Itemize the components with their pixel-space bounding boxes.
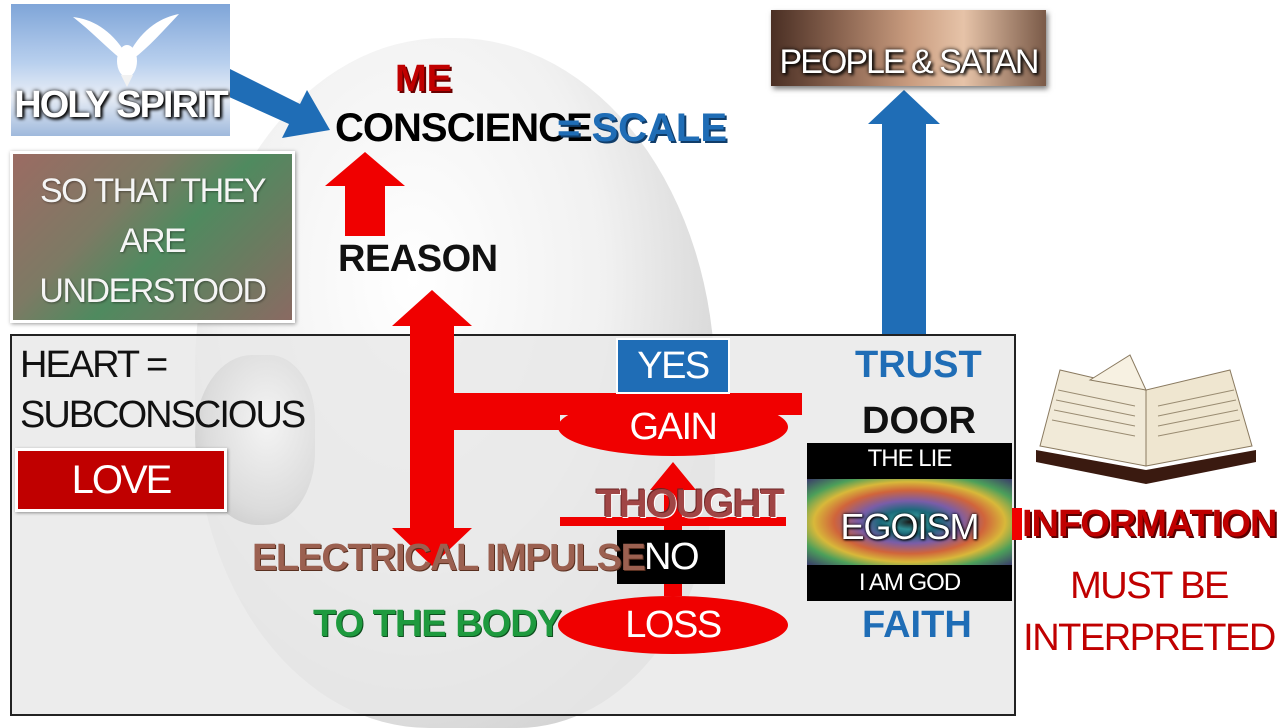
- holy-spirit-arrow: [218, 68, 330, 138]
- egoism-label: EGOISM: [840, 506, 979, 547]
- conscience-label: CONSCIENCE: [335, 106, 593, 150]
- i-am-god-label: I AM GOD: [858, 569, 961, 596]
- the-lie-label: THE LIE: [867, 445, 953, 472]
- thought-bar: [560, 517, 786, 526]
- yes-box: YES: [616, 338, 730, 394]
- eye-icon: [807, 479, 1012, 565]
- holy-spirit-label: HOLY SPIRIT: [14, 84, 228, 126]
- trust-to-people-arrow: [868, 90, 940, 334]
- love-box: LOVE: [15, 448, 227, 512]
- understood-correctly-text: SO THAT THEY ARE UNDERSTOOD CORRECTLY: [39, 172, 267, 310]
- dove-icon: [73, 14, 179, 87]
- holy-spirit-image: HOLY SPIRIT: [11, 4, 230, 136]
- up-to-reason-arrow: [392, 290, 472, 400]
- thought-up-arrow: [650, 462, 696, 596]
- me-label: ME: [395, 58, 452, 100]
- thought-label: THOUGHT: [596, 482, 785, 526]
- gain-ellipse: GAIN: [558, 398, 788, 456]
- down-to-impulse-arrow: [392, 400, 560, 566]
- trust-label: TRUST: [855, 344, 982, 386]
- people-satan-label: PEOPLE & SATAN: [779, 43, 1040, 81]
- must-be-interpreted-label: MUST BE INTERPRETED: [1023, 565, 1276, 659]
- to-the-body-label: TO THE BODY: [313, 603, 562, 645]
- people-satan-image: PEOPLE & SATAN: [771, 10, 1046, 86]
- electrical-impulse-label: ELECTRICAL IMPULSE: [252, 537, 646, 579]
- egoism-panel: THE LIE EGOISM I AM GOD: [807, 443, 1012, 601]
- information-label: INFORMATION: [1022, 503, 1277, 545]
- reason-label: REASON: [338, 238, 498, 280]
- faith-label: FAITH: [862, 604, 972, 646]
- no-box: NO: [617, 530, 725, 584]
- heart-subconscious-label: HEART = SUBCONSCIOUS: [20, 344, 306, 436]
- open-bible-icon: [1036, 354, 1256, 484]
- door-label: DOOR: [862, 400, 976, 442]
- scale-label: = SCALE: [557, 106, 728, 150]
- reason-to-conscience-arrow: [325, 152, 405, 236]
- loss-ellipse: LOSS: [558, 596, 788, 654]
- understood-correctly-box: SO THAT THEY ARE UNDERSTOOD CORRECTLY: [10, 151, 295, 323]
